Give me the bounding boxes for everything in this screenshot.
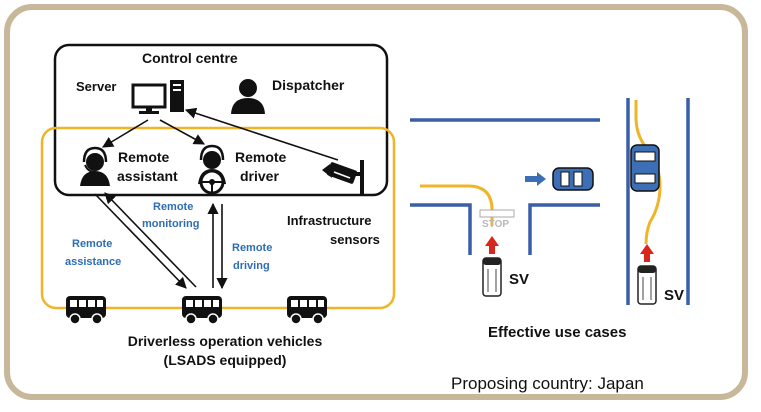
bus-icon-center	[181, 295, 223, 325]
remote-driving-label-2: driving	[233, 260, 270, 272]
remote-assistant-icon	[80, 146, 110, 186]
infrastructure-label-1: Infrastructure	[287, 213, 372, 228]
remote-driver-label-1: Remote	[235, 149, 287, 165]
sv-vehicle-right	[637, 265, 657, 305]
server-icon	[131, 80, 184, 114]
remote-assistance-label-1: Remote	[72, 238, 113, 250]
stop-line	[479, 209, 515, 218]
straight-road	[626, 98, 690, 305]
intersection-roads	[410, 118, 600, 255]
remote-monitoring-label-1: Remote	[153, 201, 194, 213]
sv-label-right: SV	[664, 287, 685, 304]
vehicles-label-1: Driverless operation vehicles	[127, 333, 323, 349]
proposing-country: Proposing country: Japan	[451, 374, 644, 393]
avoidance-lane	[634, 100, 662, 245]
sv-vehicle-left	[482, 257, 502, 297]
use-cases-caption: Effective use cases	[488, 324, 627, 341]
remote-assistance-label-2: assistance	[65, 256, 122, 268]
sv-label-left: SV	[509, 271, 530, 288]
control-centre-box	[53, 43, 389, 197]
bus-icon-right	[286, 295, 328, 325]
stop-sign-text: STOP	[482, 219, 510, 230]
camera-icon	[322, 160, 364, 194]
arrow-server-to-driver	[159, 119, 205, 145]
dispatcher-icon	[231, 79, 265, 114]
control-centre-title: Control centre	[142, 50, 238, 66]
remote-monitoring-label-2: monitoring	[142, 218, 200, 230]
outer-frame	[4, 4, 748, 400]
remote-driver-label-2: driver	[240, 168, 279, 184]
remote-driver-icon	[198, 144, 226, 195]
remote-driving-label-1: Remote	[232, 242, 273, 254]
crossing-car-icon	[525, 167, 594, 191]
stop-red-arrow	[485, 236, 499, 254]
remote-assistant-label-2: assistant	[117, 168, 178, 184]
infrastructure-label-2: sensors	[330, 232, 380, 247]
avoid-red-arrow	[640, 244, 654, 262]
vehicles-label-2: (LSADS equipped)	[163, 352, 287, 368]
server-label: Server	[76, 79, 117, 94]
arrow-assistance-down	[94, 193, 187, 289]
parked-car-icon	[630, 144, 660, 192]
dispatcher-label: Dispatcher	[272, 77, 345, 93]
arrow-assistance-up	[104, 192, 197, 288]
remote-assistant-label-1: Remote	[118, 149, 170, 165]
bus-icon-left	[65, 295, 107, 325]
arrow-server-to-assistant	[102, 119, 149, 148]
arrow-sensors-to-server	[184, 107, 339, 161]
